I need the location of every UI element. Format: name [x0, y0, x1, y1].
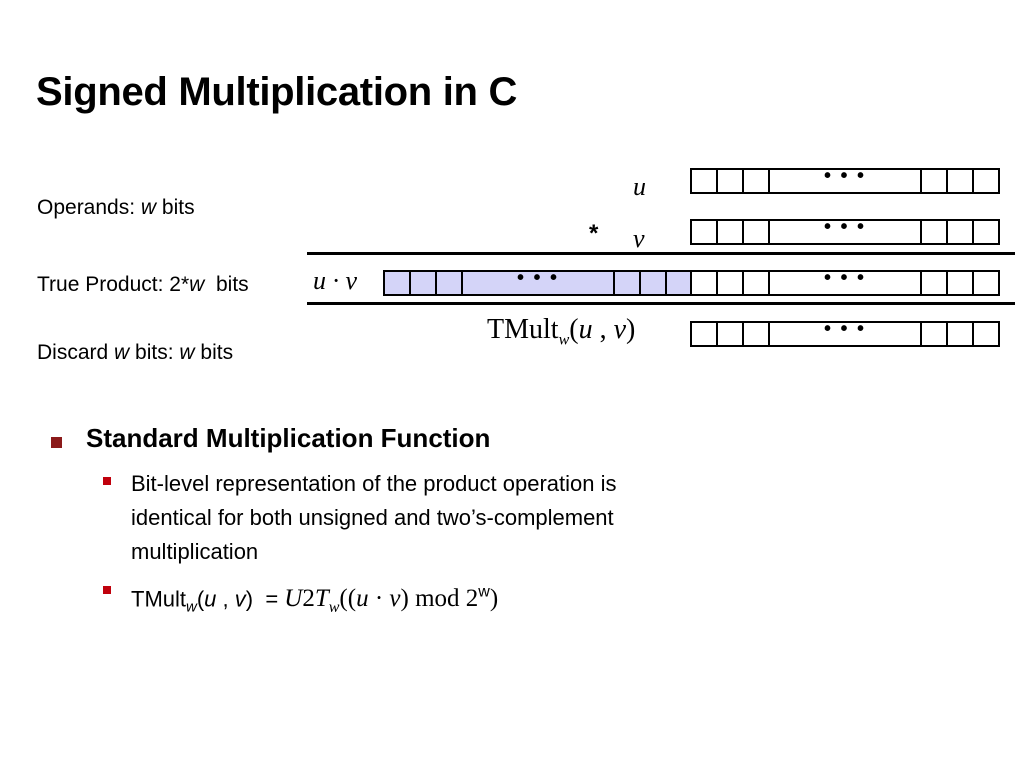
bullet-heading: Standard Multiplication Function — [86, 423, 491, 453]
tmult-v: v — [613, 314, 626, 345]
register-product-low: • • • — [690, 267, 1000, 296]
discard-var1: w — [114, 341, 130, 364]
product-label: u · v — [313, 266, 358, 295]
u-label: u — [633, 172, 646, 201]
true-product-prefix: True Product: 2* — [37, 273, 190, 296]
operands-suffix: bits — [156, 196, 195, 219]
rhs-expr-u: u — [356, 585, 369, 613]
register-u: • • • — [690, 165, 1000, 194]
slide-title: Signed Multiplication in C — [36, 70, 518, 114]
rhs-func-sub: w — [328, 599, 340, 617]
rhs-expr-mod: ) mod 2 — [400, 585, 479, 613]
tmult-formula-u: u — [204, 586, 217, 612]
tmult-close: ) — [626, 314, 636, 345]
separator-line-top — [307, 252, 1015, 255]
register-tmult-dots: • • • — [770, 318, 922, 345]
sub-bullet-square-icon — [103, 586, 111, 594]
tmult-sub: w — [558, 331, 570, 349]
bullet-square-icon — [51, 437, 62, 448]
tmult-formula-comma: , — [216, 586, 235, 612]
tmult-label: TMultw(u , v) — [487, 314, 635, 350]
rhs-expr-dot: · — [368, 585, 390, 613]
true-product-suffix: bits — [204, 273, 249, 296]
register-product-high-dots: • • • — [463, 267, 615, 294]
tmult-formula-prefix: TMult — [131, 586, 186, 612]
true-product-label: True Product: 2*w bits — [37, 273, 249, 297]
discard-suffix: bits — [194, 341, 234, 364]
rhs-func-u: U — [284, 585, 303, 613]
tmult-prefix: TMult — [487, 314, 559, 345]
register-v: • • • — [690, 216, 1000, 245]
rhs-expr-end: ) — [489, 585, 499, 613]
sub-bullet-1-line-3: multiplication — [131, 539, 259, 564]
register-v-dots: • • • — [770, 216, 922, 243]
discard-prefix: Discard — [37, 341, 115, 364]
sub-bullet-2-text: TMultw(u , v) = U2Tw((u · v) mod 2w) — [131, 576, 498, 625]
rhs-func-2: 2 — [302, 585, 315, 613]
tmult-u: u — [578, 314, 593, 345]
sub-bullet-1-line-1: Bit-level representation of the product … — [131, 471, 617, 496]
operands-prefix: Operands: — [37, 196, 141, 219]
tmult-formula-close: ) — [245, 586, 254, 612]
discard-mid: bits: — [129, 341, 180, 364]
tmult-formula-open: ( — [196, 586, 205, 612]
operands-label: Operands: w bits — [37, 196, 195, 220]
sub-bullet-1-line-2: identical for both unsigned and two’s-co… — [131, 505, 614, 530]
sub-bullet-square-icon — [103, 477, 111, 485]
register-u-dots: • • • — [770, 165, 922, 192]
rhs-expr-exp: w — [478, 584, 490, 601]
tmult-formula-sub: w — [186, 598, 197, 616]
tmult-formula-v: v — [234, 586, 246, 612]
discard-label: Discard w bits: w bits — [37, 341, 233, 365]
operands-var: w — [140, 196, 157, 219]
rhs-expr-v: v — [389, 585, 401, 613]
times-symbol: * — [589, 220, 599, 247]
true-product-var: w — [189, 273, 205, 296]
separator-line-bottom — [307, 302, 1015, 305]
discard-var2: w — [179, 341, 195, 364]
v-label: v — [633, 224, 645, 253]
register-product-high: • • • — [383, 267, 692, 296]
tmult-open: ( — [569, 314, 579, 345]
rhs-func-t: T — [314, 585, 329, 613]
sub-bullet-1-text: Bit-level representation of the product … — [131, 467, 617, 569]
register-tmult: • • • — [690, 318, 1000, 347]
tmult-formula-rhs: U2Tw((u · v) mod 2w) — [284, 584, 499, 616]
tmult-formula-equals: = — [253, 586, 285, 612]
rhs-expr-open: (( — [339, 585, 357, 613]
tmult-comma: , — [592, 314, 614, 345]
register-product-low-dots: • • • — [770, 267, 922, 294]
